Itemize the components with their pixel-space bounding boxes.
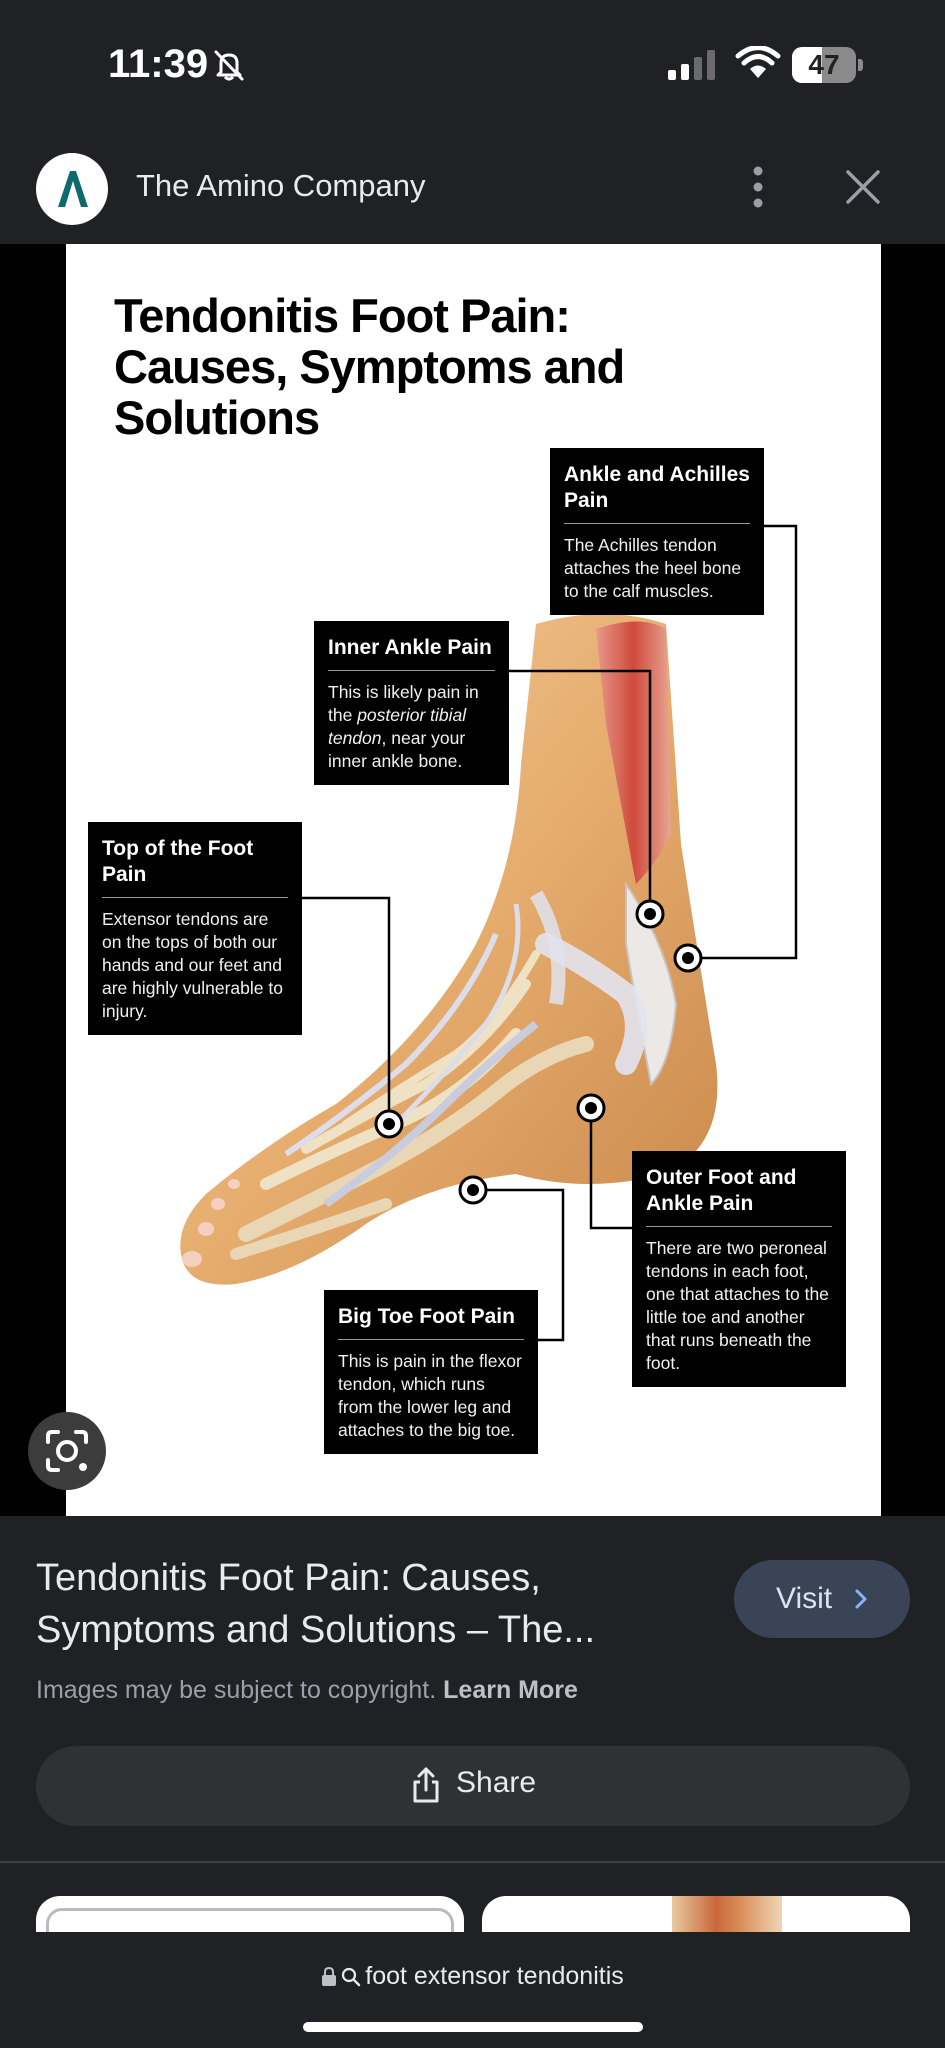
foot-anatomy-illustration — [180, 524, 798, 1342]
home-indicator[interactable] — [303, 2022, 643, 2032]
result-title[interactable]: Tendonitis Foot Pain: Causes, Symptoms a… — [36, 1557, 596, 1651]
callout-heading: Big Toe Foot Pain — [338, 1304, 524, 1340]
callout-inner-ankle: Inner Ankle Pain This is likely pain in … — [314, 621, 509, 785]
callout-big-toe: Big Toe Foot Pain This is pain in the fl… — [324, 1290, 538, 1454]
visit-button[interactable]: Visit — [734, 1560, 910, 1638]
result-panel: Tendonitis Foot Pain: Causes, Symptoms a… — [0, 1516, 945, 1861]
lens-icon — [46, 1430, 88, 1472]
callout-outer-foot: Outer Foot and Ankle Pain There are two … — [632, 1151, 846, 1387]
copyright-text: Images may be subject to copyright. — [36, 1676, 437, 1704]
search-query-text: foot extensor tendonitis — [365, 1962, 624, 1990]
search-query-bar[interactable]: foot extensor tendonitis — [0, 1962, 945, 1991]
callout-heading: Top of the Foot Pain — [102, 836, 288, 898]
callout-body: Extensor tendons are on the tops of both… — [102, 909, 283, 1021]
callout-top-of-foot: Top of the Foot Pain Extensor tendons ar… — [88, 822, 302, 1035]
callout-heading: Ankle and Achilles Pain — [564, 462, 750, 524]
more-options-icon[interactable] — [738, 164, 778, 210]
image-viewer[interactable]: Tendonitis Foot Pain: Causes, Symptoms a… — [0, 244, 945, 1516]
visit-label: Visit — [776, 1582, 833, 1615]
battery-indicator: 47 — [792, 47, 864, 83]
callout-body-text: , near your inner ankle bone. — [328, 728, 466, 771]
bottom-address-bar: foot extensor tendonitis — [0, 1932, 945, 2048]
battery-fill — [792, 47, 823, 83]
callout-body: The Achilles tendon attaches the heel bo… — [564, 535, 742, 601]
search-icon — [342, 1967, 361, 1987]
infographic-title: Tendonitis Foot Pain: Causes, Symptoms a… — [114, 289, 625, 444]
callout-achilles: Ankle and Achilles Pain The Achilles ten… — [550, 448, 764, 615]
lock-icon — [322, 1967, 337, 1986]
status-time: 11:39 — [108, 42, 209, 86]
bell-off-icon — [214, 50, 244, 81]
share-label: Share — [456, 1766, 537, 1799]
callout-body: There are two peroneal tendons in each f… — [646, 1238, 829, 1373]
source-header: The Amino Company — [0, 130, 945, 244]
amino-logo-icon — [58, 171, 88, 207]
share-button[interactable]: Share — [36, 1746, 910, 1826]
learn-more-link[interactable]: Learn More — [443, 1676, 578, 1704]
lens-search-button[interactable] — [28, 1412, 106, 1490]
battery-cap — [858, 59, 863, 71]
callout-heading: Inner Ankle Pain — [328, 635, 495, 671]
close-icon[interactable] — [842, 166, 884, 208]
source-logo[interactable] — [36, 153, 108, 225]
section-divider — [0, 1861, 945, 1863]
share-icon — [413, 1767, 439, 1803]
battery-body: 47 — [792, 47, 856, 83]
callout-body-text: This is likely pain in the — [328, 682, 479, 725]
callout-heading: Outer Foot and Ankle Pain — [646, 1165, 832, 1227]
battery-level: 47 — [808, 49, 840, 80]
infographic-image[interactable]: Tendonitis Foot Pain: Causes, Symptoms a… — [66, 244, 881, 1516]
cellular-signal-icon — [668, 50, 715, 80]
callout-body-italic: posterior tibial tendon — [328, 705, 467, 748]
wifi-icon — [735, 46, 781, 78]
status-bar: 11:39 47 — [0, 0, 945, 130]
chevron-right-icon — [855, 1589, 867, 1609]
callout-body: This is pain in the flexor tendon, which… — [338, 1351, 522, 1440]
callout-body: This is likely pain in the posterior tib… — [328, 681, 495, 773]
source-name[interactable]: The Amino Company — [136, 168, 426, 203]
copyright-notice: Images may be subject to copyright. Lear… — [36, 1676, 578, 1705]
